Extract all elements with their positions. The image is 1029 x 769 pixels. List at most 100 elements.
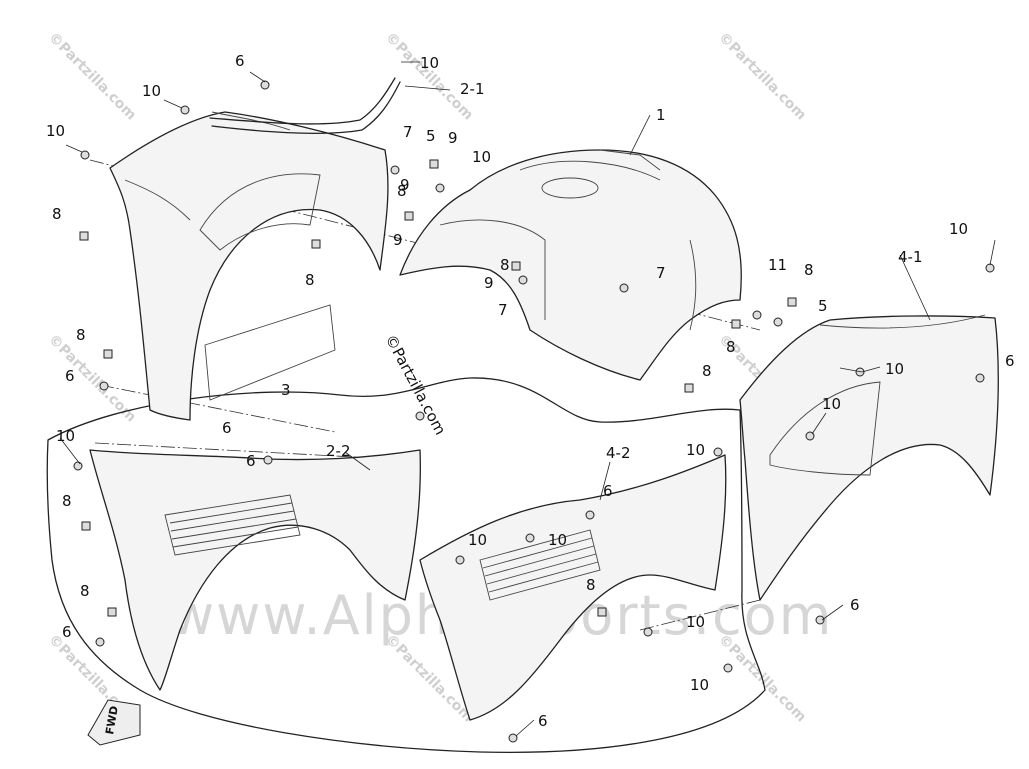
bolt-icon: [508, 733, 518, 743]
callout-label: 4-2: [606, 444, 631, 462]
callout-label: 8: [76, 326, 86, 344]
callout-label: 2-2: [326, 442, 351, 460]
callout-label: 6: [1005, 352, 1015, 370]
callout-label: 6: [603, 482, 613, 500]
callout-label: 6: [850, 596, 860, 614]
axis-line-2: [99, 384, 336, 433]
bolt-icon: [263, 455, 273, 465]
footrest-group-outline: [46, 377, 766, 753]
fwd-arrow-icon: FWD: [87, 699, 141, 746]
callout-label: 8: [62, 492, 72, 510]
callout-label: 10: [56, 427, 75, 445]
callout-label: 8: [305, 271, 315, 289]
leader-lines: [59, 61, 996, 737]
bolt-icon: [518, 275, 528, 285]
callout-label: 10: [46, 122, 65, 140]
bolt-icon: [723, 663, 733, 673]
callout-label: 7: [656, 264, 666, 282]
callout-label: 8: [586, 576, 596, 594]
callout-label: 5: [426, 127, 436, 145]
bolt-icon: [713, 447, 723, 457]
nut-icon: [731, 319, 741, 329]
callout-label: 6: [222, 419, 232, 437]
callout-label: 8: [726, 338, 736, 356]
watermark-corner-2: ©Partzilla.com: [382, 30, 476, 124]
fasteners: [73, 80, 995, 743]
nut-icon: [81, 521, 91, 531]
callout-label: 9: [393, 231, 403, 249]
washer-icon: [752, 310, 762, 320]
nut-icon: [404, 211, 414, 221]
callout-label: 10: [142, 82, 161, 100]
callout-label: 9: [484, 274, 494, 292]
callout-label: 9: [448, 129, 458, 147]
axis-line-5: [639, 599, 761, 631]
callout-label: 10: [822, 395, 841, 413]
part-1-front-fender: [399, 149, 742, 381]
bolt-icon: [815, 615, 825, 625]
nut-icon: [787, 297, 797, 307]
fwd-label: FWD: [103, 705, 121, 736]
callout-label: 6: [538, 712, 548, 730]
callout-label: 9: [400, 176, 410, 194]
bolt-icon: [390, 165, 400, 175]
callout-label: 6: [65, 367, 75, 385]
callout-label: 11: [768, 256, 787, 274]
bolt-icon: [260, 80, 270, 90]
left-footrest-treads: [164, 494, 301, 556]
callout-label: 8: [52, 205, 62, 223]
bolt-icon: [80, 150, 90, 160]
part-4-1-right-fender: [739, 314, 999, 601]
callout-label: 10: [468, 531, 487, 549]
bolt-icon: [619, 283, 629, 293]
washer-icon: [773, 317, 783, 327]
bolt-icon: [99, 381, 109, 391]
callout-label: 7: [403, 123, 413, 141]
callout-label: 8: [804, 261, 814, 279]
callout-label: 6: [235, 52, 245, 70]
callout-label: 10: [686, 441, 705, 459]
nut-icon: [311, 239, 321, 249]
right-footrest-treads: [479, 529, 601, 601]
callout-label: 8: [80, 582, 90, 600]
callout-label: 7: [498, 301, 508, 319]
bolt-icon: [975, 373, 985, 383]
watermark-center: ©Partzilla.com: [381, 331, 449, 437]
callout-label: 6: [62, 623, 72, 641]
callout-label: 3: [281, 381, 291, 399]
bolt-icon: [985, 263, 995, 273]
washer-icon: [435, 183, 445, 193]
callout-label: 10: [885, 360, 904, 378]
part-2-1-rail: [209, 77, 401, 135]
callout-label: 8: [702, 362, 712, 380]
callout-label: 6: [246, 452, 256, 470]
bolt-icon: [455, 555, 465, 565]
nut-icon: [429, 159, 439, 169]
part-2-2-left-footrest: [89, 449, 421, 691]
bolt-icon: [73, 461, 83, 471]
callout-label: 10: [548, 531, 567, 549]
bolt-icon: [180, 105, 190, 115]
callout-label: 2-1: [460, 80, 485, 98]
bolt-icon: [95, 637, 105, 647]
watermark-corner-3: ©Partzilla.com: [715, 30, 809, 124]
bolt-icon: [525, 533, 535, 543]
nut-icon: [103, 349, 113, 359]
nut-icon: [107, 607, 117, 617]
nut-icon: [684, 383, 694, 393]
watermark-corner-1: ©Partzilla.com: [45, 30, 139, 124]
callout-label: 8: [500, 256, 510, 274]
callout-label: 10: [949, 220, 968, 238]
callout-label: 8: [397, 182, 407, 200]
callout-label: 10: [420, 54, 439, 72]
axis-line-3: [94, 442, 411, 461]
nut-icon: [597, 607, 607, 617]
bolt-icon: [415, 411, 425, 421]
callout-label: 5: [818, 297, 828, 315]
part-4-2-right-footrest: [419, 454, 727, 721]
bolt-icon: [585, 510, 595, 520]
bolt-icon: [643, 627, 653, 637]
nut-icon: [511, 261, 521, 271]
callout-label: 1: [656, 106, 666, 124]
